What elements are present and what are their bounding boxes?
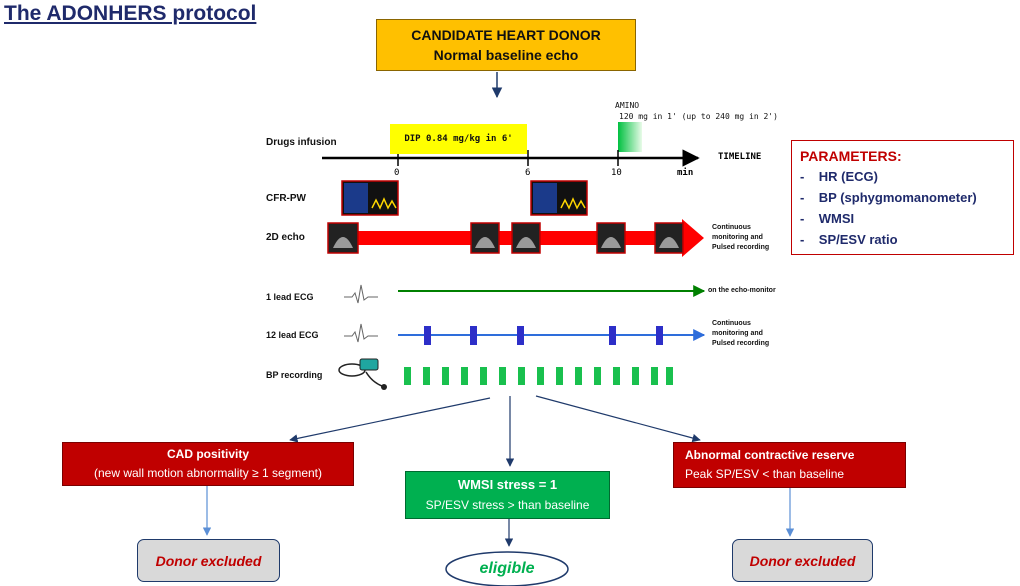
parameter-item: - HR (ECG) (800, 169, 878, 184)
echo-2d-label: 2D echo (266, 232, 305, 243)
cfr-thumbnail-1 (341, 180, 399, 216)
abnormal-contractive-reserve-box: Abnormal contractive reserve Peak SP/ESV… (673, 442, 906, 488)
donor-excluded-left-label: Donor excluded (155, 552, 262, 569)
dip-box: DIP 0.84 mg/kg in 6' (390, 124, 527, 154)
echo-2d-note: Continuous monitoring and Pulsed recordi… (712, 223, 769, 253)
parameters-title: PARAMETERS: (800, 148, 902, 164)
cad-sub: (new wall motion abnormality ≥ 1 segment… (93, 466, 322, 480)
ecg-12-note-line2: monitoring and (712, 330, 763, 337)
acr-title: Abnormal contractive reserve (685, 448, 855, 462)
amino-dose: 120 mg in 1' (up to 240 mg in 2') (619, 112, 778, 121)
bp-markers (404, 367, 673, 385)
ecg-12-note-line3: Pulsed recording (712, 340, 770, 347)
amino-block (618, 122, 642, 152)
ecg-12-markers (424, 326, 663, 345)
ecg-1-label: 1 lead ECG (266, 292, 314, 302)
ecg-1-icon (344, 284, 378, 304)
eligible-ellipse (445, 551, 569, 586)
echo-2d-note-line1: Continuous (712, 224, 751, 231)
tick-label-6: 6 (525, 168, 531, 178)
candidate-line2: Normal baseline echo (433, 47, 579, 63)
arrow-to-cad (289, 397, 491, 443)
amino-title: AMINO (615, 101, 640, 110)
parameters-box: PARAMETERS: - HR (ECG) - BP (sphygmomano… (791, 140, 1014, 255)
echo-thumbnails (327, 222, 684, 254)
eligible-label: eligible (479, 560, 535, 577)
donor-excluded-left: Donor excluded (137, 539, 280, 582)
wmsi-title: WMSI stress = 1 (457, 477, 558, 492)
dip-label: DIP 0.84 mg/kg in 6' (404, 134, 513, 144)
tick-label-0: 0 (394, 168, 400, 178)
echo-2d-note-line2: monitoring and (712, 234, 763, 241)
ecg-12-note-line1: Continuous (712, 320, 751, 327)
arrow-to-acr (535, 395, 701, 443)
ecg-1-note: on the echo-monitor (708, 287, 776, 294)
drugs-label: Drugs infusion (266, 137, 337, 148)
ecg-12-icon (344, 323, 378, 343)
candidate-line1: CANDIDATE HEART DONOR (411, 27, 601, 43)
eligible-label-box: eligible (446, 553, 568, 585)
bp-label: BP recording (266, 370, 323, 380)
tick-label-10: 10 (611, 168, 622, 178)
cad-positivity-box: CAD positivity (new wall motion abnormal… (62, 442, 354, 486)
donor-excluded-right-label: Donor excluded (749, 552, 856, 569)
timeline-unit: min (677, 168, 694, 178)
wmsi-box: WMSI stress = 1 SP/ESV stress > than bas… (405, 471, 610, 519)
ecg-12-note: Continuous monitoring and Pulsed recordi… (712, 319, 769, 349)
acr-sub: Peak SP/ESV < than baseline (685, 467, 845, 481)
page-title: The ADONHERS protocol (4, 2, 257, 25)
ecg-12-label: 12 lead ECG (266, 330, 319, 340)
cfr-thumbnail-2 (530, 180, 588, 216)
donor-excluded-right: Donor excluded (732, 539, 873, 582)
cfr-label: CFR-PW (266, 193, 306, 204)
parameter-item: - BP (sphygmomanometer) (800, 190, 977, 205)
candidate-box: CANDIDATE HEART DONOR Normal baseline ec… (376, 19, 636, 71)
timeline-label: TIMELINE (718, 152, 762, 162)
parameter-item: - SP/ESV ratio (800, 232, 898, 247)
parameter-item: - WMSI (800, 211, 855, 226)
sphygmomanometer-icon (338, 358, 387, 390)
cad-title: CAD positivity (166, 447, 249, 461)
echo-2d-note-line3: Pulsed recording (712, 244, 770, 251)
wmsi-sub: SP/ESV stress > than baseline (425, 498, 590, 512)
